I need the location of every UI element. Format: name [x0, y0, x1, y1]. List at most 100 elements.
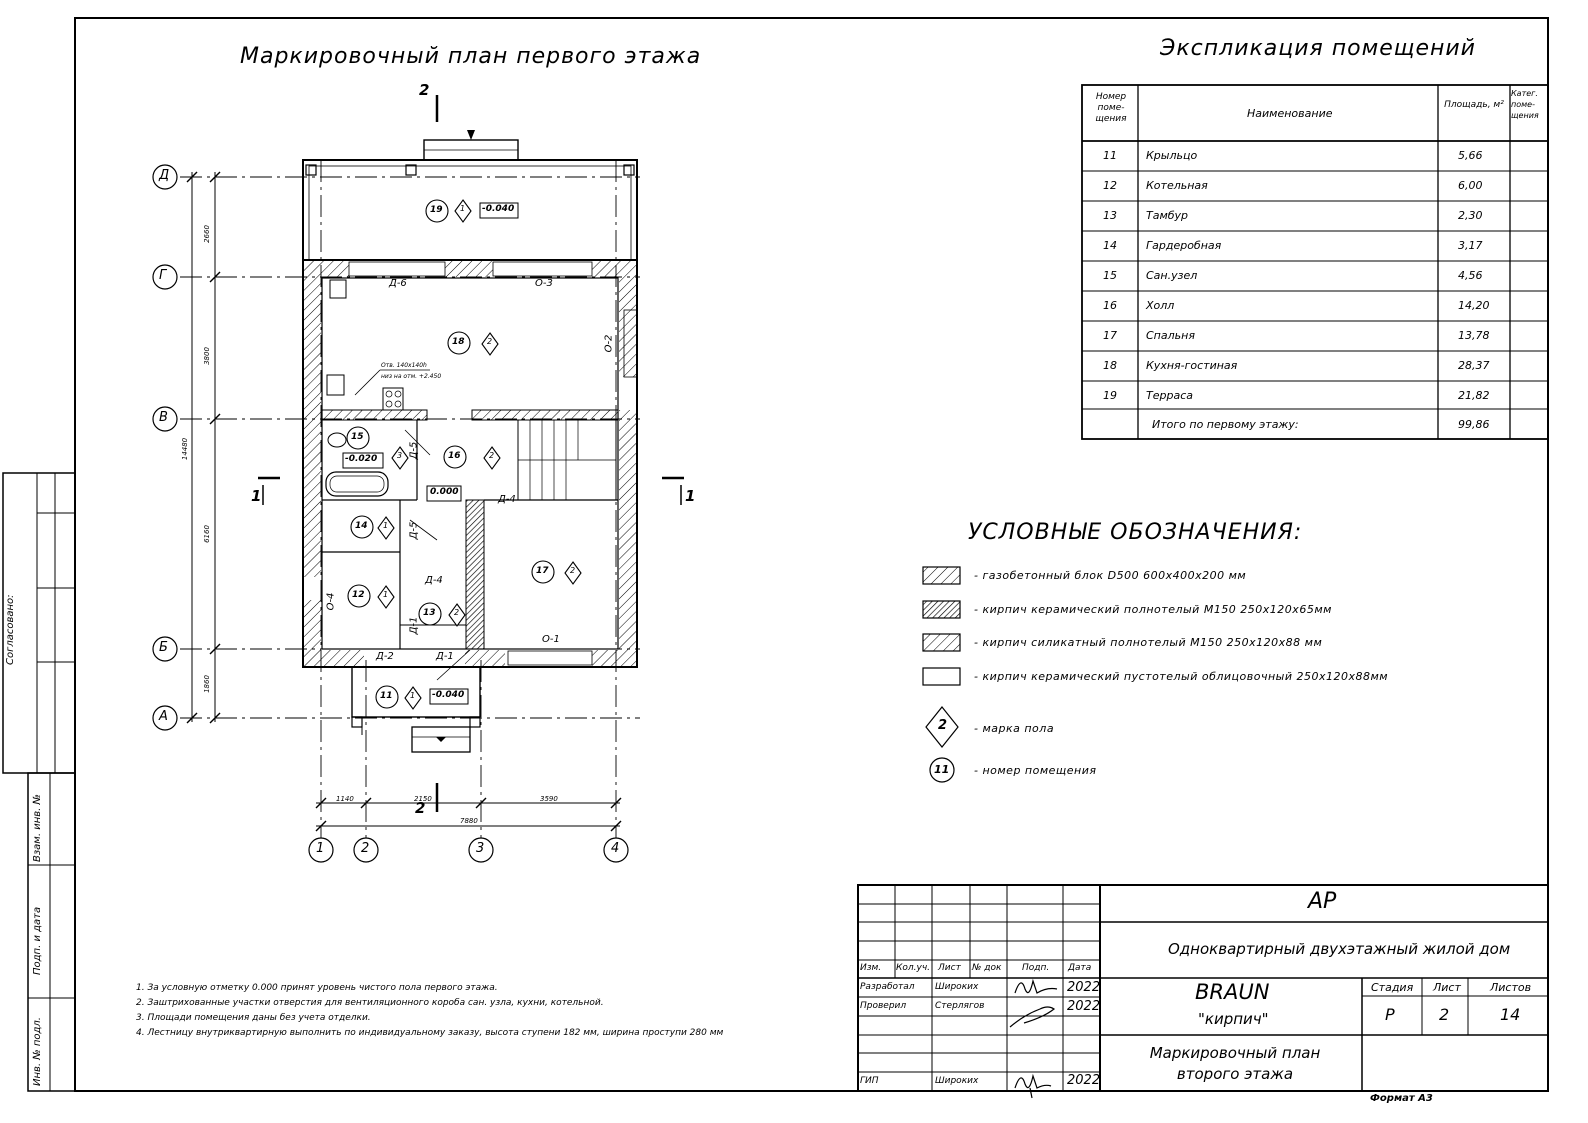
tb-checked-date: 2022 — [1067, 999, 1101, 1014]
tb-company: BRAUN — [1195, 980, 1270, 1004]
legend-room-num-symbol: 11 — [934, 763, 950, 776]
dim-2150: 2150 — [414, 795, 432, 803]
tb-code: АР — [1308, 889, 1337, 914]
expl-row-area: 14,20 — [1458, 299, 1490, 312]
floor-mark: 1 — [383, 590, 389, 599]
note-3: 3. Площади помещения даны без учета отде… — [136, 1013, 371, 1023]
expl-row-area: 13,78 — [1458, 329, 1490, 342]
floor-mark: 2 — [570, 566, 576, 575]
dim-3800: 3800 — [202, 347, 211, 365]
door-label: Д-6 — [389, 278, 407, 289]
door-label: Д-5 — [408, 521, 420, 540]
expl-row-name: Сан.узел — [1146, 269, 1198, 282]
tb-stage: Р — [1385, 1005, 1395, 1024]
dim-1140: 1140 — [336, 795, 354, 803]
side-inv-podl: Инв. № подл. — [32, 1017, 43, 1086]
expl-row-num: 18 — [1103, 359, 1117, 372]
window-label: О-2 — [603, 334, 615, 353]
floor-mark: 1 — [383, 521, 389, 530]
legend-item-floor-mark: - марка пола — [974, 722, 1055, 735]
note-4: 4. Лестницу внутриквартирную выполнить п… — [136, 1028, 724, 1038]
axis-label-v: В — [159, 410, 168, 425]
axis-label-g: Г — [159, 268, 167, 283]
door-label: Д-2 — [376, 651, 394, 662]
expl-header-num: Номер поме-щения — [1095, 92, 1127, 124]
expl-row-area: 5,66 — [1458, 149, 1483, 162]
axis-label-2: 2 — [361, 841, 370, 856]
dim-6160: 6160 — [202, 525, 211, 543]
expl-header-name: Наименование — [1247, 107, 1333, 120]
floor-mark: 2 — [487, 337, 493, 346]
expl-row-num: 13 — [1103, 209, 1117, 222]
note-2: 2. Заштрихованные участки отверстия для … — [136, 998, 604, 1008]
tb-sheet-label: Лист — [1433, 981, 1461, 994]
legend-item-room-number: - номер помещения — [974, 764, 1097, 777]
expl-row-area: 3,17 — [1458, 239, 1483, 252]
plan-title: Маркировочный план первого этажа — [240, 44, 702, 69]
expl-row-num: 11 — [1103, 149, 1117, 162]
title-block-lines — [857, 884, 1549, 1092]
expl-total-label: Итого по первому этажу: — [1152, 418, 1299, 431]
tb-gip-date: 2022 — [1067, 1073, 1101, 1088]
floor-mark: 3 — [397, 451, 403, 460]
expl-row-area: 2,30 — [1458, 209, 1483, 222]
tb-stage-label: Стадия — [1371, 981, 1414, 994]
tb-checked-label: Проверил — [860, 1001, 907, 1011]
room-11: 11 — [380, 691, 393, 701]
vent-note: низ на отм. +2.450 — [381, 373, 442, 380]
expl-row-name: Кухня-гостиная — [1146, 359, 1238, 372]
legend-item-silicate-brick: - кирпич силикатный полнотелый М150 250х… — [974, 636, 1323, 649]
section-2-top: 2 — [419, 81, 430, 99]
tb-company-sub: "кирпич" — [1198, 1010, 1269, 1028]
sheet-frame — [74, 17, 1549, 1092]
room-markers — [346, 199, 582, 710]
floor-mark: 1 — [410, 691, 416, 700]
dim-2660: 2660 — [202, 225, 211, 243]
tb-sheet-title: Маркировочный план второго этажа — [1149, 1044, 1321, 1083]
expl-header-area: Площадь, м² — [1444, 100, 1504, 110]
side-inv-vzam: Взам. инв. № — [32, 794, 43, 862]
axis-label-3: 3 — [476, 841, 485, 856]
vent-note: Отв. 140х140h — [381, 362, 427, 369]
section-1-left: 1 — [251, 487, 262, 505]
expl-row-num: 12 — [1103, 179, 1117, 192]
room-19: 19 — [430, 205, 443, 215]
tb-col-podp: Подп. — [1022, 963, 1050, 973]
window-label: О-4 — [325, 592, 337, 611]
tb-developed-label: Разработал — [860, 982, 915, 992]
expl-row-name: Терраса — [1146, 389, 1193, 402]
expl-row-name: Котельная — [1146, 179, 1208, 192]
expl-row-num: 19 — [1103, 389, 1117, 402]
expl-row-num: 14 — [1103, 239, 1117, 252]
expl-row-name: Тамбур — [1146, 209, 1189, 222]
expl-row-name: Крыльцо — [1146, 149, 1198, 162]
axis-label-4: 4 — [611, 841, 620, 856]
level-mark: -0.020 — [345, 454, 378, 464]
expl-row-area: 28,37 — [1458, 359, 1490, 372]
room-13: 13 — [423, 608, 436, 618]
door-label: Д-4 — [498, 494, 516, 505]
dim-7880: 7880 — [460, 817, 478, 825]
explication-table-lines — [1081, 84, 1549, 440]
axis-label-d: Д — [159, 168, 170, 183]
level-mark: -0.040 — [432, 690, 465, 700]
side-sign-date: Подп. и дата — [32, 906, 43, 975]
dim-3590: 3590 — [540, 795, 558, 803]
tb-project: Одноквартирный двухэтажный жилой дом — [1168, 940, 1511, 958]
floor-mark: 1 — [460, 204, 466, 213]
tb-sheets: 14 — [1500, 1005, 1521, 1024]
legend-symbols — [922, 566, 961, 783]
axis-label-1: 1 — [316, 841, 325, 856]
expl-row-name: Холл — [1146, 299, 1175, 312]
floor-mark: 2 — [489, 451, 495, 460]
tb-col-izm: Изм. — [860, 963, 882, 973]
door-label: Д-5 — [408, 441, 420, 460]
signatures — [1009, 978, 1058, 1099]
legend-item-facing-brick: - кирпич керамический пустотелый облицов… — [974, 670, 1389, 683]
expl-header-cat: Катег. поме-щения — [1511, 89, 1539, 120]
level-mark: -0.040 — [482, 204, 515, 214]
legend-title: УСЛОВНЫЕ ОБОЗНАЧЕНИЯ: — [968, 520, 1303, 545]
tb-col-data: Дата — [1068, 963, 1092, 973]
room-14: 14 — [355, 521, 368, 531]
